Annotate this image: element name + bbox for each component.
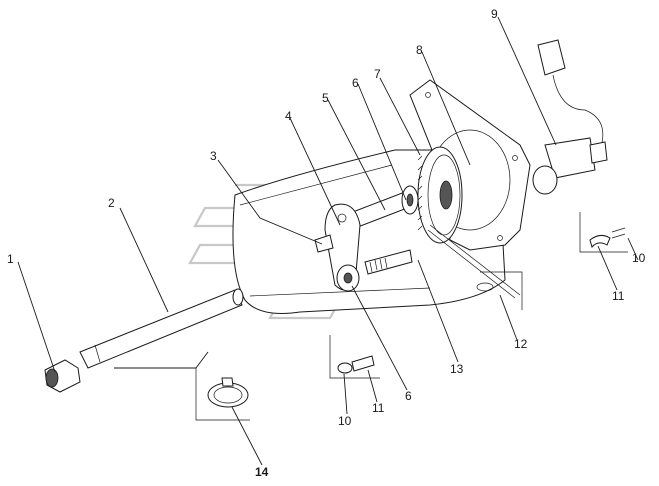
washer-screw-right: [589, 227, 626, 249]
sensor: [532, 39, 608, 195]
callout-11-right: 11: [612, 289, 625, 303]
callout-10-right: 10: [632, 251, 646, 265]
callout-2: 2: [108, 196, 115, 210]
upper-shaft: [344, 185, 419, 231]
clip: [314, 234, 334, 253]
callout-4: 4: [285, 109, 292, 123]
callout-13: 13: [450, 362, 464, 376]
spring: [364, 249, 413, 275]
washer-screw-lower: [337, 355, 375, 374]
callout-12: 12: [514, 337, 528, 351]
callout-labels: 1 2 3 4 5 6 7 8 9 10 11 12 13 6 11 10 14: [7, 7, 646, 479]
callout-5: 5: [322, 91, 329, 105]
callout-7: 7: [374, 67, 381, 81]
callout-9: 9: [491, 7, 498, 21]
callout-3: 3: [210, 149, 217, 163]
gear: [417, 146, 463, 244]
long-tube: [79, 288, 244, 369]
callout-8: 8: [416, 43, 423, 57]
detail-boxes: [195, 212, 628, 421]
callout-11-lower: 11: [372, 401, 385, 415]
lower-bearing: [336, 264, 360, 292]
clamp: [207, 377, 249, 408]
callout-6-lower: 6: [405, 389, 412, 403]
callout-14: 14: [255, 465, 269, 479]
rod: [427, 224, 521, 299]
callout-10-lower: 10: [338, 414, 352, 428]
callout-6-upper: 6: [352, 76, 359, 90]
nut: [44, 359, 81, 393]
leader-lines: [17, 16, 639, 466]
callout-1: 1: [7, 252, 14, 266]
